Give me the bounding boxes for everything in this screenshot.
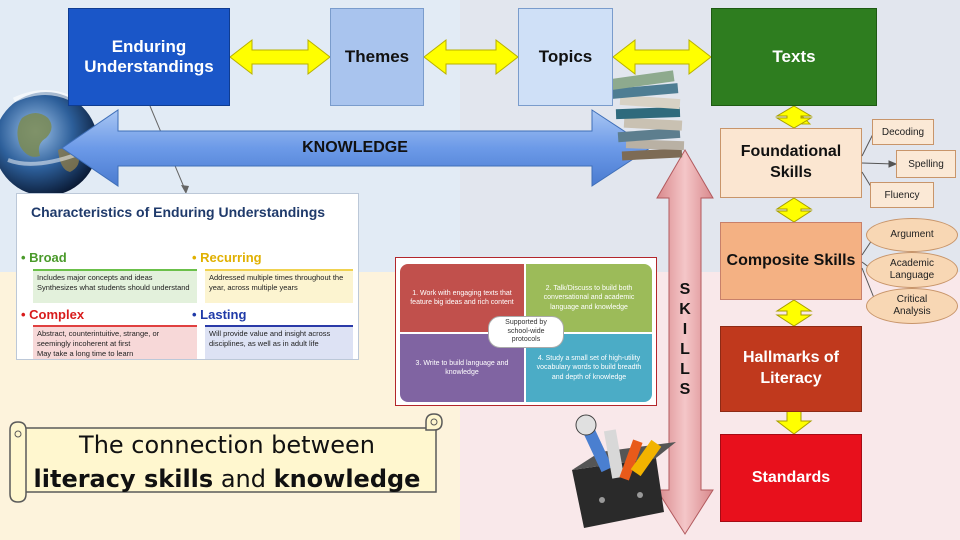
enduring-characteristics-card: Characteristics of Enduring Understandin… — [16, 193, 359, 360]
scroll-line-2: literacy skills and knowledge — [22, 462, 432, 496]
composite-skills-label: Composite Skills — [726, 251, 856, 269]
texts-box: Texts — [711, 8, 877, 106]
broad-underline — [33, 269, 197, 271]
complex-underline — [33, 325, 197, 327]
themes-label: Themes — [344, 47, 410, 66]
foundational-skills-box: Foundational Skills — [720, 128, 862, 198]
complex-text: Abstract, counterintuitive, strange, or … — [33, 327, 197, 359]
skills-letter: S — [679, 281, 691, 298]
complex-heading-text: Complex — [29, 307, 85, 322]
scroll-bold-knowledge: knowledge — [273, 465, 421, 493]
hallmarks-label: Hallmarks of Literacy — [742, 349, 840, 387]
lasting-text: Will provide value and insight across di… — [205, 327, 353, 359]
skills-letter: K — [679, 301, 691, 318]
skills-letter: S — [679, 381, 691, 398]
academic-language-label: Academic Language — [866, 252, 958, 288]
recurring-underline — [205, 269, 353, 271]
recurring-heading-text: Recurring — [200, 250, 262, 265]
complex-heading: • Complex — [21, 307, 85, 322]
scroll-title: The connection between literacy skills a… — [22, 428, 432, 500]
standards-box: Standards — [720, 434, 862, 522]
broad-heading: • Broad — [21, 250, 67, 265]
knowledge-label: KNOWLEDGE — [302, 139, 408, 156]
skills-letter: L — [680, 341, 690, 358]
skills-label: S K I L L S — [672, 280, 698, 410]
broad-heading-text: Broad — [29, 250, 67, 265]
critical-analysis-label: Critical Analysis — [866, 288, 958, 324]
standards-label: Standards — [751, 469, 831, 486]
skills-letter: I — [682, 321, 688, 338]
scroll-line-1: The connection between — [79, 431, 375, 459]
protocol-center-label: Supported by school-wide protocols — [488, 316, 564, 348]
card-title: Characteristics of Enduring Understandin… — [31, 204, 326, 220]
lasting-heading: • Lasting — [192, 307, 247, 322]
texts-label: Texts — [772, 47, 816, 66]
recurring-text: Addressed multiple times throughout the … — [205, 271, 353, 303]
enduring-understandings-box: Enduring Understandings — [68, 8, 230, 106]
protocols-card: 1. Work with engaging texts that feature… — [395, 257, 657, 406]
scroll-bold-skills: literacy skills — [33, 465, 214, 493]
lasting-underline — [205, 325, 353, 327]
spelling-label: Spelling — [896, 150, 956, 178]
composite-skills-box: Composite Skills — [720, 222, 862, 300]
lasting-heading-text: Lasting — [200, 307, 247, 322]
decoding-label: Decoding — [872, 119, 934, 145]
themes-box: Themes — [330, 8, 424, 106]
topics-label: Topics — [538, 47, 593, 66]
fluency-label: Fluency — [870, 182, 934, 208]
topics-box: Topics — [518, 8, 613, 106]
protocol-quadrant-4: 4. Study a small set of high-utility voc… — [526, 334, 652, 402]
hallmarks-box: Hallmarks of Literacy — [720, 326, 862, 412]
foundational-skills-label: Foundational Skills — [740, 143, 842, 181]
scroll-and: and — [213, 465, 274, 493]
skills-letter: L — [680, 361, 690, 378]
broad-text: Includes major concepts and ideas Synthe… — [33, 271, 197, 303]
enduring-understandings-label: Enduring Understandings — [84, 36, 214, 76]
recurring-heading: • Recurring — [192, 250, 262, 265]
